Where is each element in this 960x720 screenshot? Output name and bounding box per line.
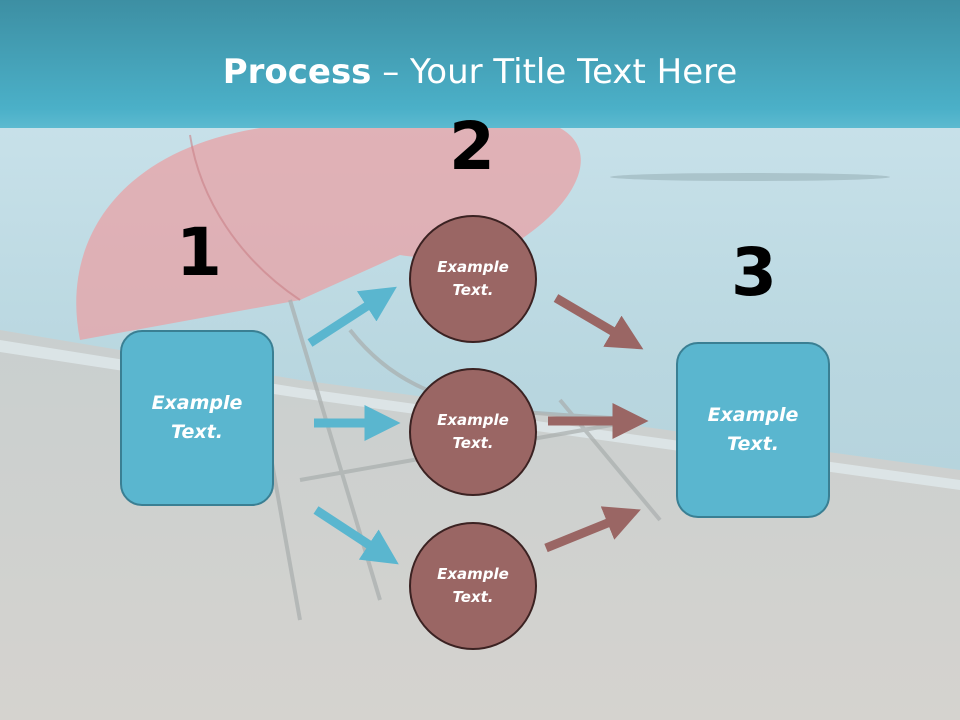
step-1-box: Example Text. bbox=[120, 330, 274, 506]
step-1-text: Example Text. bbox=[151, 392, 243, 443]
arrow-icon-from-bottom-circle bbox=[544, 506, 641, 553]
title-rest: – Your Title Text Here bbox=[371, 52, 738, 92]
step-number-3: 3 bbox=[731, 234, 777, 311]
arrow-icon-to-bottom-circle bbox=[313, 506, 399, 565]
step-2-circle-middle: Example Text. bbox=[409, 368, 537, 496]
step-3-text: Example Text. bbox=[707, 404, 799, 455]
step-2-circle-top-text: Example Text. bbox=[437, 258, 509, 299]
step-2-circle-bottom: Example Text. bbox=[409, 522, 537, 650]
step-2-circle-bottom-text: Example Text. bbox=[437, 565, 509, 606]
arrow-icon-to-top-circle bbox=[307, 286, 397, 347]
arrow-icon-from-top-circle bbox=[553, 294, 644, 350]
slide-title: Process – Your Title Text Here bbox=[0, 52, 960, 92]
step-2-circle-top: Example Text. bbox=[409, 215, 537, 343]
title-strong: Process bbox=[222, 52, 372, 92]
step-number-1: 1 bbox=[176, 214, 222, 291]
step-number-2: 2 bbox=[449, 108, 495, 185]
step-3-box: Example Text. bbox=[676, 342, 830, 518]
step-2-circle-middle-text: Example Text. bbox=[437, 411, 509, 452]
